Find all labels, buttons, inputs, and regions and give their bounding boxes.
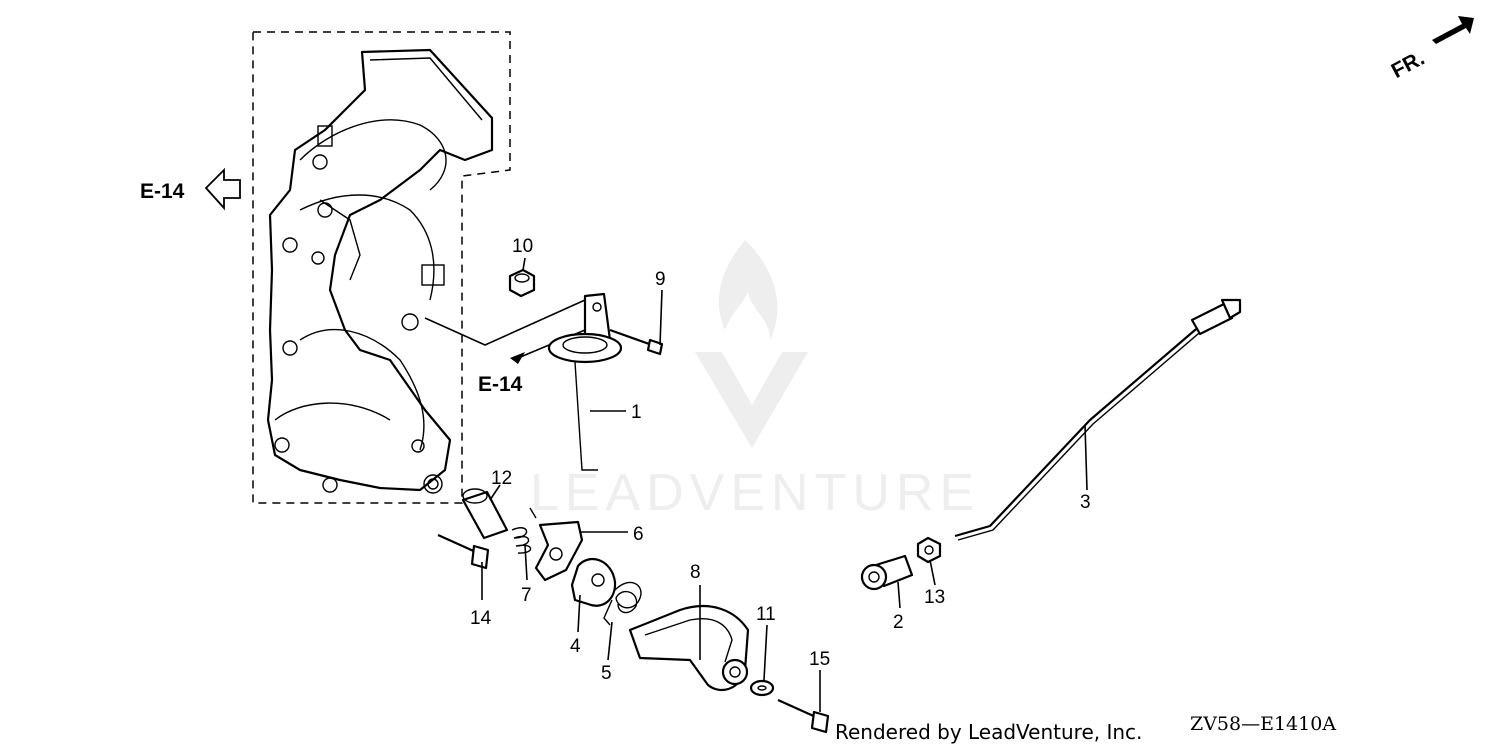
callout-6: 6 bbox=[633, 524, 644, 545]
part-10-nut bbox=[508, 268, 536, 298]
callout-10: 10 bbox=[512, 236, 533, 257]
part-7-spring bbox=[511, 507, 537, 554]
part-14-bolt bbox=[437, 533, 490, 570]
throttle-body-housing bbox=[266, 48, 494, 494]
part-2-joint bbox=[860, 554, 914, 591]
orientation-label: FR. bbox=[1388, 47, 1429, 83]
callout-7: 7 bbox=[521, 585, 532, 606]
leader-lines bbox=[481, 257, 1088, 712]
ref-left: E-14 bbox=[140, 167, 241, 211]
part-4-cam bbox=[570, 557, 617, 607]
part-6-lever bbox=[534, 520, 584, 582]
callout-14: 14 bbox=[470, 608, 492, 629]
callout-2: 2 bbox=[893, 612, 904, 633]
callout-11: 11 bbox=[756, 604, 776, 625]
callout-9: 9 bbox=[655, 269, 666, 290]
orientation-indicator: FR. bbox=[1388, 16, 1474, 83]
callout-8: 8 bbox=[690, 562, 701, 583]
diagram-code: ZV58—E1410A bbox=[1190, 713, 1336, 735]
watermark: LEADVENTURE bbox=[530, 240, 980, 522]
part-8-lever bbox=[628, 605, 750, 692]
flame-logo-icon bbox=[718, 240, 778, 340]
assembly-boundary bbox=[252, 31, 511, 504]
callout-1: 1 bbox=[631, 402, 642, 423]
rendered-by-credit: Rendered by LeadVenture, Inc. bbox=[835, 720, 1142, 744]
part-11-washer bbox=[749, 679, 775, 697]
v-logo-icon bbox=[695, 352, 808, 448]
part-5-spring bbox=[603, 581, 642, 626]
part-15-bolt bbox=[777, 698, 830, 734]
part-1-diaphragm bbox=[547, 292, 623, 471]
callout-15: 15 bbox=[809, 649, 830, 670]
ref-left-label: E-14 bbox=[140, 180, 185, 203]
callout-5: 5 bbox=[601, 663, 612, 684]
part-13-nut bbox=[916, 536, 942, 564]
callout-13: 13 bbox=[924, 587, 945, 608]
callout-4: 4 bbox=[570, 636, 581, 657]
ref-mid-label: E-14 bbox=[478, 373, 523, 396]
callout-12: 12 bbox=[491, 468, 512, 489]
callouts: 1 2 3 4 5 6 7 8 9 10 11 12 13 14 15 bbox=[470, 236, 1091, 684]
arrow-up-right-icon bbox=[1432, 16, 1474, 44]
arrow-down-left-icon bbox=[510, 352, 525, 364]
watermark-text: LEADVENTURE bbox=[530, 464, 980, 522]
part-9-screw bbox=[609, 328, 664, 356]
part-12-collar bbox=[461, 488, 509, 540]
hollow-arrow-left-icon bbox=[204, 167, 241, 211]
part-3-rod bbox=[954, 298, 1242, 541]
callout-3: 3 bbox=[1080, 492, 1091, 513]
